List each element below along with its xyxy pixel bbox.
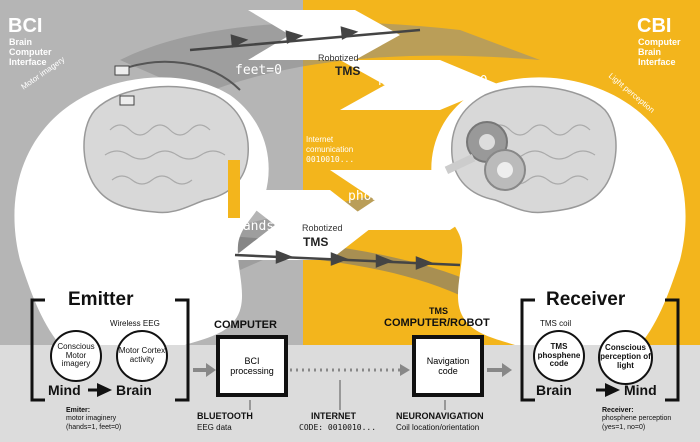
tms-coil-label: TMS coil bbox=[540, 319, 572, 328]
arrow-tms-to-receiver bbox=[502, 363, 512, 377]
internet-code-label: CODE: 0010010... bbox=[299, 423, 377, 432]
tms-phosphene-code-circle: TMS phosphene code bbox=[533, 330, 585, 382]
receiver-caption-line-1: phosphene perception bbox=[602, 415, 672, 423]
no-phosphene-value: no phosphene=0 bbox=[378, 74, 488, 89]
emitter-title: Emitter bbox=[68, 289, 134, 310]
conscious-perception-circle: Conscious perception of light bbox=[598, 330, 653, 385]
cbi-sub-line-1: Computer bbox=[638, 37, 681, 47]
bci-sub-line-1: Brain bbox=[9, 37, 33, 47]
emitter-caption-line-2: (hands=1, feet=0) bbox=[66, 423, 122, 431]
computer-title: COMPUTER bbox=[214, 319, 277, 331]
internet-note-line-2: comunication bbox=[306, 145, 354, 154]
receiver-bracket-left bbox=[520, 298, 535, 402]
internet-note-line-1: Internet bbox=[306, 135, 334, 144]
coil-location-label: Coil location/orientation bbox=[396, 423, 480, 432]
receiver-bracket-right bbox=[665, 298, 680, 402]
top-robotized-label: Robotized bbox=[318, 53, 359, 63]
neuronavigation-label: NEURONAVIGATION bbox=[396, 411, 484, 421]
phosphene-value: phosphene=1 bbox=[348, 189, 435, 204]
bci-subtitle: Brain Computer Interface bbox=[9, 37, 52, 68]
conscious-motor-imagery-circle: Conscious Motor imagery bbox=[50, 330, 102, 382]
navigation-code-box: Navigation code bbox=[412, 335, 484, 397]
feet-value: feet=0 bbox=[235, 63, 282, 78]
tms-title-line-2: COMPUTER/ROBOT bbox=[384, 317, 490, 329]
mind-to-brain-arrow bbox=[97, 383, 112, 397]
bci-processing-line-1: BCI bbox=[244, 356, 260, 366]
internet-communication-note: Internet comunication 0010010... bbox=[306, 135, 354, 165]
bluetooth-label: BLUETOOTH bbox=[197, 411, 253, 421]
top-chevron-left bbox=[248, 10, 400, 60]
emitter-bracket-left bbox=[30, 298, 45, 402]
receiver-brain-label: Brain bbox=[536, 382, 572, 398]
conscious-motor-imagery-text: Conscious Motor imagery bbox=[57, 341, 95, 369]
emitter-caption-title: Emiter: bbox=[66, 407, 91, 414]
eeg-electrode-2 bbox=[119, 95, 135, 106]
receiver-caption-line-2: (yes=1, no=0) bbox=[602, 423, 646, 431]
bci-title: BCI bbox=[8, 15, 43, 37]
bottom-tms-label: TMS bbox=[303, 235, 329, 249]
receiver-title: Receiver bbox=[546, 289, 626, 310]
eeg-device bbox=[228, 160, 240, 218]
internet-label: INTERNET bbox=[311, 411, 356, 421]
internet-note-line-3: 0010010... bbox=[306, 155, 355, 164]
bci-processing-box: BCI processing bbox=[216, 335, 288, 397]
eeg-electrode-1 bbox=[114, 65, 130, 76]
motor-cortex-activity-circle: Motor Cortex activity bbox=[116, 330, 168, 382]
emitter-bracket-right bbox=[175, 298, 190, 402]
receiver-mind-label: Mind bbox=[624, 382, 657, 398]
top-tms-label: TMS bbox=[335, 64, 361, 78]
bottom-chevron-left bbox=[230, 190, 375, 260]
top-chevron-right bbox=[340, 60, 500, 110]
emitter-caption: Emiter: motor imaginery (hands=1, feet=0… bbox=[66, 407, 121, 432]
bci-processing-line-2: processing bbox=[230, 366, 274, 376]
tms-title-line-1: TMS bbox=[429, 306, 448, 316]
navigation-code-line-1: Navigation bbox=[426, 356, 470, 366]
bottom-robotized-label: Robotized bbox=[302, 223, 343, 233]
brain-to-mind-arrow bbox=[605, 383, 620, 397]
cbi-sub-line-3: Interface bbox=[638, 56, 676, 67]
cbi-title: CBI bbox=[637, 15, 672, 37]
navigation-code-line-2: code bbox=[438, 366, 458, 376]
cbi-subtitle: Computer Brain Interface bbox=[638, 37, 681, 68]
conscious-perception-text: Conscious perception of light bbox=[600, 343, 651, 370]
emitter-brain bbox=[83, 85, 249, 214]
arrow-emitter-to-computer bbox=[206, 363, 216, 377]
emitter-caption-line-1: motor imaginery bbox=[66, 415, 117, 423]
emitter-brain-label: Brain bbox=[116, 382, 152, 398]
emitter-mind-label: Mind bbox=[48, 382, 81, 398]
receiver-caption-title: Receiver: bbox=[602, 407, 634, 414]
eeg-data-label: EEG data bbox=[197, 423, 232, 432]
receiver-caption: Receiver: phosphene perception (yes=1, n… bbox=[602, 407, 671, 432]
hands-value: hands=1 bbox=[235, 219, 290, 234]
bci-sub-line-3: Interface bbox=[9, 56, 47, 67]
wireless-eeg-label: Wireless EEG bbox=[110, 319, 160, 328]
cbi-sub-line-2: Brain bbox=[638, 46, 662, 57]
bci-sub-line-2: Computer bbox=[9, 46, 52, 57]
motor-cortex-activity-text: Motor Cortex activity bbox=[118, 346, 166, 364]
tms-phosphene-code-text: TMS phosphene code bbox=[537, 341, 581, 369]
